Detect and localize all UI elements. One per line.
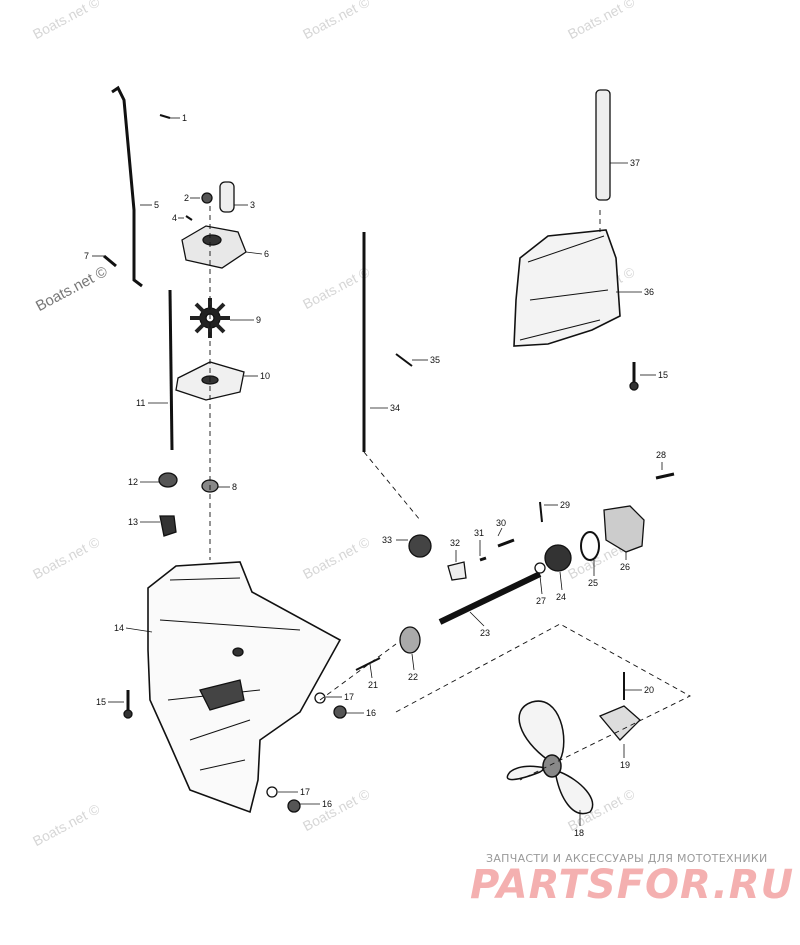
reverse-gear xyxy=(544,544,572,572)
callout-label: 15 xyxy=(96,697,106,707)
spring xyxy=(497,538,515,548)
pinion-gear xyxy=(408,534,432,558)
bolt xyxy=(103,254,117,268)
gearcase xyxy=(147,561,342,814)
clip xyxy=(159,515,177,537)
callout-label: 15 xyxy=(658,370,668,380)
callout-label: 32 xyxy=(450,538,460,548)
callout-label: 26 xyxy=(620,562,630,572)
exhaust-housing xyxy=(513,229,621,347)
pin xyxy=(539,501,543,523)
callout-label: 33 xyxy=(382,535,392,545)
water-tube xyxy=(219,181,235,213)
washer xyxy=(266,786,278,798)
pump-housing xyxy=(181,225,247,269)
bushing xyxy=(158,472,178,488)
screw xyxy=(655,472,675,480)
callout-label: 24 xyxy=(556,592,566,602)
propeller xyxy=(506,700,594,815)
callout-label: 34 xyxy=(390,403,400,413)
callout-label: 3 xyxy=(250,200,255,210)
callout-label: 10 xyxy=(260,371,270,381)
callout-label: 27 xyxy=(536,596,546,606)
callout-label: 22 xyxy=(408,672,418,682)
propeller-shaft xyxy=(438,571,542,625)
callout-label: 23 xyxy=(480,628,490,638)
callout-label: 17 xyxy=(300,787,310,797)
drain-plug xyxy=(287,799,301,813)
callout-label: 30 xyxy=(496,518,506,528)
callout-label: 18 xyxy=(574,828,584,838)
o-ring xyxy=(580,531,600,561)
bearing-carrier xyxy=(603,505,645,553)
drain-plug xyxy=(333,705,347,719)
callout-label: 21 xyxy=(368,680,378,690)
callout-label: 17 xyxy=(344,692,354,702)
callout-label: 8 xyxy=(232,482,237,492)
washer xyxy=(314,692,326,704)
callout-label: 29 xyxy=(560,500,570,510)
oil-seal xyxy=(201,192,213,204)
callout-label: 4 xyxy=(172,213,177,223)
pin xyxy=(355,657,381,671)
callout-label: 2 xyxy=(184,193,189,203)
clip xyxy=(447,561,467,581)
pin xyxy=(159,114,171,119)
callout-label: 9 xyxy=(256,315,261,325)
forward-gear xyxy=(399,626,421,654)
callout-label: 36 xyxy=(644,287,654,297)
callout-label: 28 xyxy=(656,450,666,460)
callout-label: 11 xyxy=(136,398,145,408)
callout-label: 37 xyxy=(630,158,640,168)
pin xyxy=(479,556,487,562)
callout-label: 31 xyxy=(474,528,484,538)
water-tube xyxy=(595,89,611,201)
callout-label: 16 xyxy=(366,708,376,718)
propeller-nut xyxy=(598,705,641,741)
drive-shaft xyxy=(168,289,174,451)
callout-label: 25 xyxy=(588,578,598,588)
shift-rod xyxy=(111,85,143,288)
callout-label: 6 xyxy=(264,249,269,259)
partsfor-logo[interactable]: PARTSFOR.RU xyxy=(470,862,795,908)
callout-label: 14 xyxy=(114,623,124,633)
callout-label: 13 xyxy=(128,517,138,527)
callout-label: 16 xyxy=(322,799,332,809)
callout-label: 20 xyxy=(644,685,654,695)
callout-label: 7 xyxy=(84,251,89,261)
footer-caption: ЗАПЧАСТИ И АКСЕССУАРЫ ДЛЯ МОТОТЕХНИКИ xyxy=(486,852,768,865)
callout-label: 19 xyxy=(620,760,630,770)
callout-label: 1 xyxy=(182,113,187,123)
callout-label: 5 xyxy=(154,200,159,210)
screw xyxy=(185,215,193,221)
callout-label: 35 xyxy=(430,355,440,365)
callout-label: 12 xyxy=(128,477,138,487)
